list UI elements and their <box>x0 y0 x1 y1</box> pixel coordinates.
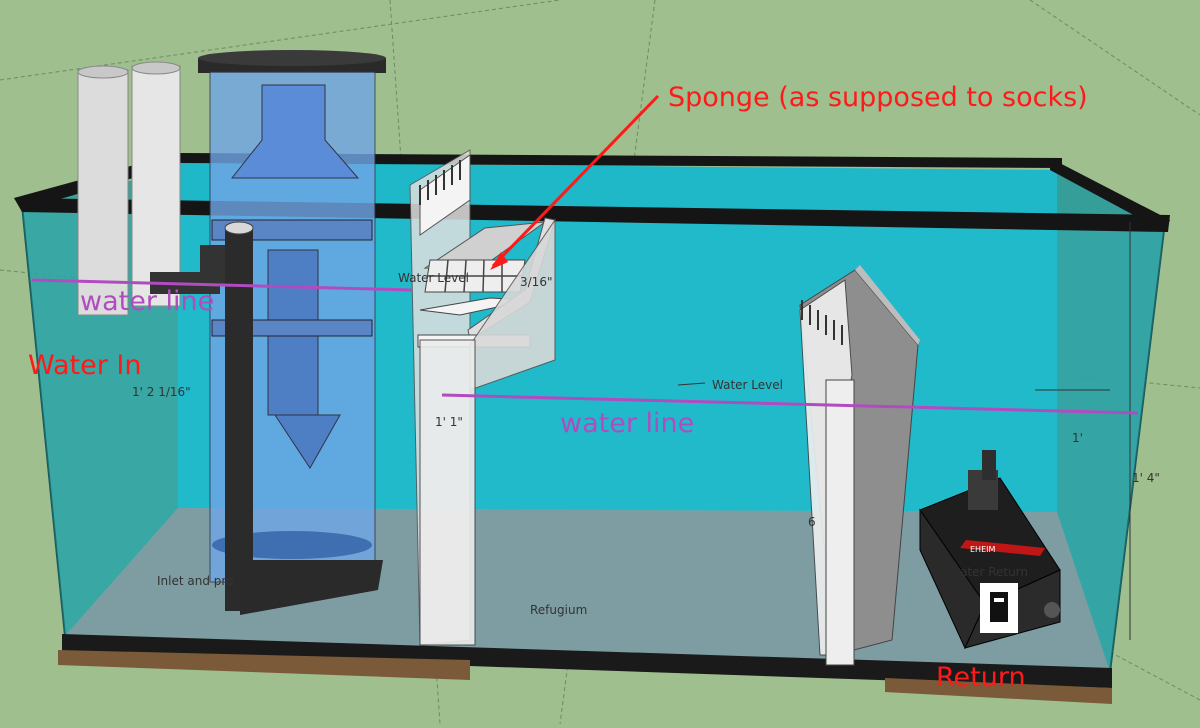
dim-right-inner: 1' <box>1072 431 1083 445</box>
right-glass <box>1057 170 1165 672</box>
bottom-rim <box>62 634 1112 688</box>
dim-baffle-six: 6 <box>808 515 816 529</box>
dim-baffle-height: 1' 1" <box>435 415 463 429</box>
model-label-water-level-mid: Water Level <box>712 378 783 392</box>
annotation-water-in: Water In <box>28 350 141 381</box>
annotation-water-line-left: water line <box>80 286 214 317</box>
model-label-inlet: Inlet and pro <box>157 574 233 588</box>
wood-base-left <box>58 650 470 680</box>
wood-base-right <box>885 678 1112 704</box>
top-rim-right <box>1050 158 1170 232</box>
annotation-return: Return <box>936 662 1026 693</box>
sponge-arrow <box>490 94 660 270</box>
top-rim-back <box>178 153 1062 168</box>
dimension-lines <box>677 222 1131 640</box>
model-label-water-return: ater Return <box>960 565 1028 579</box>
dim-left-height: 1' 2 1/16" <box>132 385 191 399</box>
pump-brand: EHEIM <box>970 545 995 554</box>
annotation-water-line-center: water line <box>560 408 694 439</box>
model-label-water-level-top: Water Level <box>398 271 469 285</box>
water-line-left-marker <box>31 278 413 292</box>
annotation-sponge: Sponge (as supposed to socks) <box>668 82 1088 113</box>
water-line-center-marker <box>441 393 1139 415</box>
dim-sponge-tray: 3/16" <box>520 275 552 289</box>
sponge-baffle <box>409 149 556 646</box>
inlet-pipes <box>77 61 181 316</box>
dim-right-outer: 1' 4" <box>1132 471 1160 485</box>
second-baffle <box>799 265 920 666</box>
protein-skimmer <box>150 50 386 615</box>
return-pump <box>919 450 1061 650</box>
model-label-refugium: Refugium <box>530 603 587 617</box>
